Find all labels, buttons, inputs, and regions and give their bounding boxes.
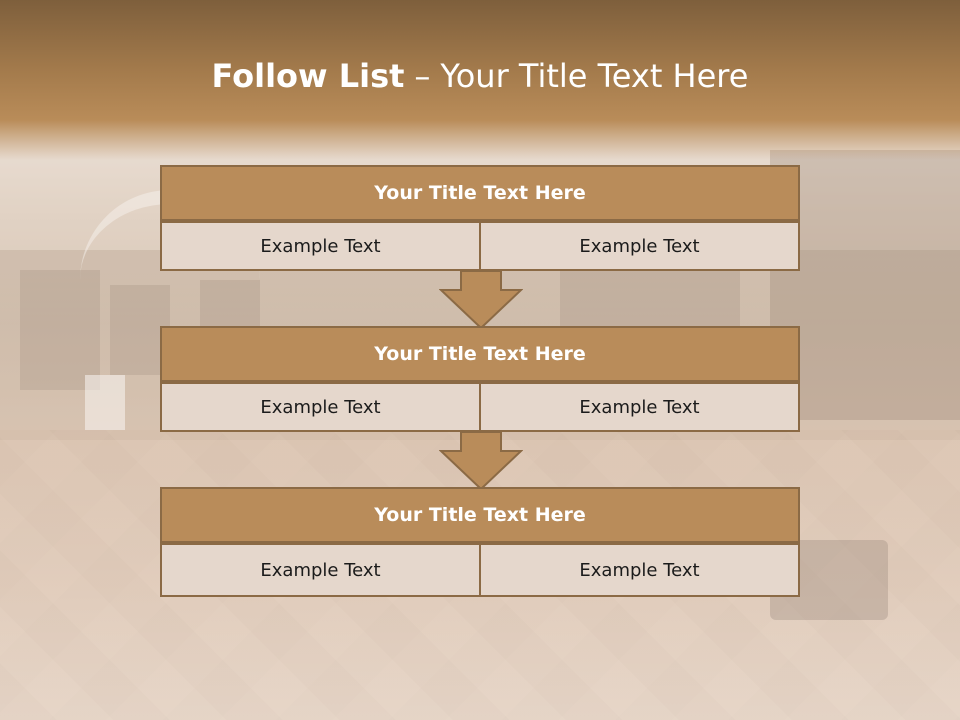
step-cell-right[interactable]: Example Text xyxy=(481,543,800,597)
down-arrow-icon xyxy=(439,431,523,491)
step-cell-right[interactable]: Example Text xyxy=(481,221,800,271)
step-block-1: Your Title Text Here Example Text Exampl… xyxy=(160,165,800,271)
step-heading[interactable]: Your Title Text Here xyxy=(160,326,800,382)
step-row: Example Text Example Text xyxy=(160,543,800,597)
step-block-2: Your Title Text Here Example Text Exampl… xyxy=(160,326,800,432)
title-separator: – xyxy=(414,57,431,95)
title-band xyxy=(0,0,960,160)
title-bold: Follow List xyxy=(211,57,405,95)
step-block-3: Your Title Text Here Example Text Exampl… xyxy=(160,487,800,597)
painting xyxy=(20,270,100,390)
step-cell-left[interactable]: Example Text xyxy=(160,543,481,597)
step-cell-left[interactable]: Example Text xyxy=(160,382,481,432)
step-heading[interactable]: Your Title Text Here xyxy=(160,165,800,221)
step-row: Example Text Example Text xyxy=(160,382,800,432)
step-row: Example Text Example Text xyxy=(160,221,800,271)
title-rest: Your Title Text Here xyxy=(440,57,749,95)
slide-title[interactable]: Follow List–Your Title Text Here xyxy=(0,56,960,96)
step-heading[interactable]: Your Title Text Here xyxy=(160,487,800,543)
painting xyxy=(770,150,960,420)
step-cell-right[interactable]: Example Text xyxy=(481,382,800,432)
doorway xyxy=(85,375,125,430)
step-cell-left[interactable]: Example Text xyxy=(160,221,481,271)
down-arrow-icon xyxy=(439,270,523,330)
